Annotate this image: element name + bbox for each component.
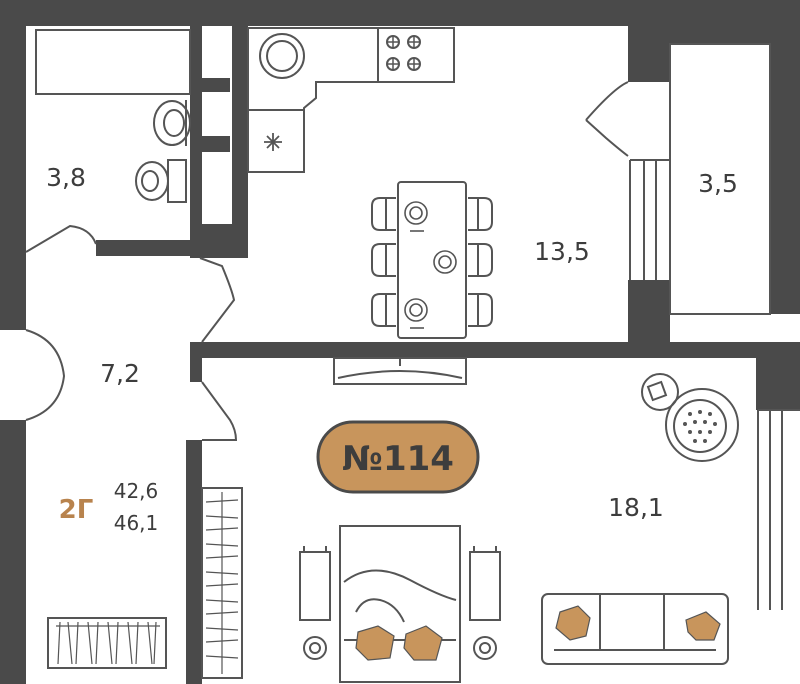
lamp-icon	[303, 636, 327, 660]
bedroom-wardrobe	[201, 487, 243, 679]
wardrobe-hangers	[56, 621, 160, 665]
pillows	[355, 605, 721, 661]
armchair-dots	[683, 410, 717, 443]
kitchen	[247, 27, 629, 339]
bed	[339, 525, 461, 683]
room-area-balcony: 3,5	[698, 169, 738, 198]
room-area-hall: 7,2	[100, 359, 140, 388]
apartment-info: 2Г 42,6 46,1	[59, 479, 159, 535]
room-area-bathroom: 3,8	[46, 163, 86, 192]
room-area-kitchen: 13,5	[534, 237, 590, 266]
sofa	[541, 593, 729, 665]
balcony	[629, 43, 771, 315]
apartment-number: №114	[342, 439, 454, 479]
area-living: 42,6	[114, 479, 159, 503]
apartment-number-badge: №114	[316, 420, 480, 494]
bedroom-wardrobe-hangers	[205, 492, 239, 674]
bathroom	[35, 29, 191, 203]
ventilation-shafts	[202, 28, 230, 220]
fridge-icon	[264, 133, 282, 151]
toilet-icon	[135, 161, 169, 201]
chairs	[371, 197, 493, 327]
lamp-icon	[473, 636, 497, 660]
bathtub	[35, 29, 191, 95]
wardrobe	[47, 617, 167, 669]
sink-icon	[259, 33, 305, 79]
kitchen-counter	[247, 27, 455, 173]
tv-icon	[333, 357, 467, 385]
sink-icon	[153, 100, 191, 146]
apartment-type: 2Г	[59, 495, 94, 525]
room-area-bedroom: 18,1	[608, 493, 664, 522]
bedroom	[201, 357, 800, 683]
armchair	[665, 388, 739, 462]
side-table	[641, 373, 679, 411]
stove-icon	[386, 35, 421, 71]
plates	[404, 201, 457, 329]
area-total: 46,1	[114, 511, 159, 535]
dining-table	[397, 181, 467, 339]
hall	[25, 224, 238, 669]
